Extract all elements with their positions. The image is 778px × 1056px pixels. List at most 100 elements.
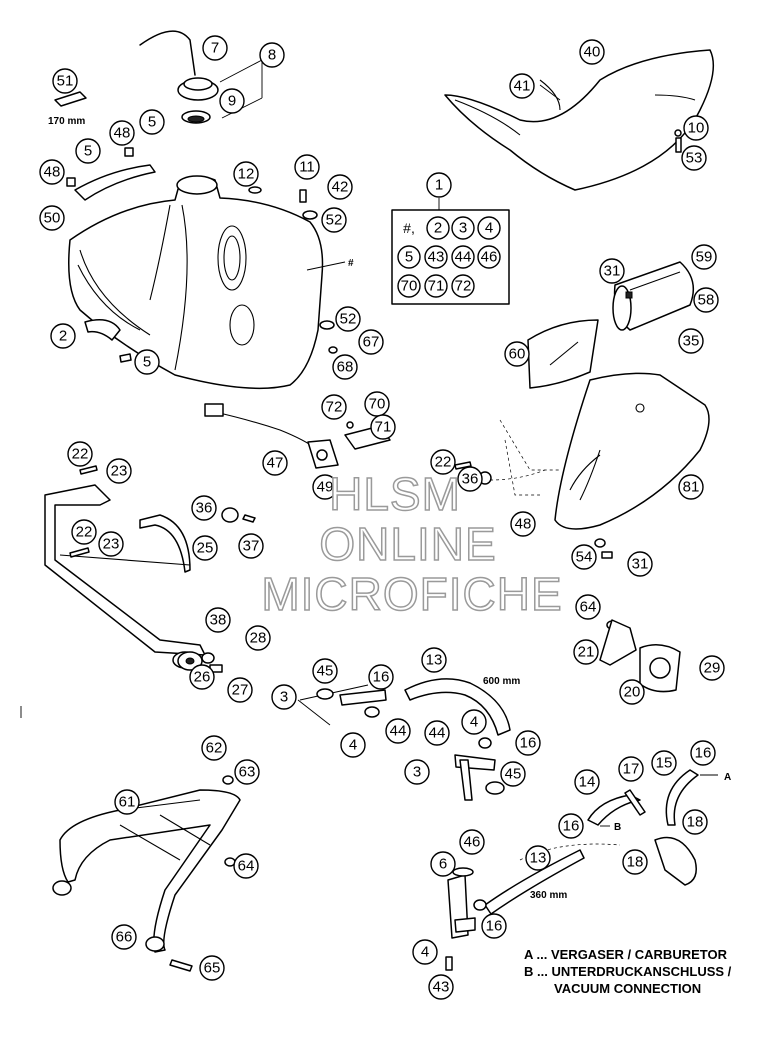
callout-circle — [515, 730, 541, 756]
kit-box-contents: #, 2 3 4 5 43 44 46 70 71 72 — [397, 216, 501, 298]
callout-circle — [201, 735, 227, 761]
luggage-carrier — [52, 789, 241, 953]
callout-number: 17 — [623, 761, 640, 778]
callout-number: 64 — [238, 858, 255, 875]
callout-number: 41 — [514, 78, 531, 95]
callout-31: 31 — [627, 551, 653, 577]
callout-61: 61 — [114, 789, 140, 815]
callout-number: 38 — [210, 612, 227, 629]
callout-13: 13 — [525, 845, 551, 871]
svg-text:70: 70 — [401, 278, 418, 295]
callout-circle — [189, 664, 215, 690]
callout-35: 35 — [678, 328, 704, 354]
callout-circle — [691, 244, 717, 270]
vacuum-hoses: A B — [519, 769, 731, 886]
watermark-line-1: HLSM — [329, 468, 461, 520]
callout-circle — [693, 287, 719, 313]
rubber-strip: 170 mm — [48, 91, 87, 127]
callout-circle — [245, 625, 271, 651]
callout-51: 51 — [52, 68, 78, 94]
callout-number: 10 — [688, 120, 705, 137]
callout-60: 60 — [504, 341, 530, 367]
callout-circle — [368, 664, 394, 690]
length-13b-label: 360 mm — [530, 890, 567, 901]
callout-65: 65 — [199, 955, 225, 981]
callout-number: 14 — [579, 774, 596, 791]
callout-64: 64 — [575, 594, 601, 620]
callout-42: 42 — [327, 174, 353, 200]
callout-number: 2 — [59, 328, 67, 345]
kit-item: 71 — [424, 274, 448, 298]
fuel-cap — [177, 77, 219, 124]
callout-40: 40 — [579, 39, 605, 65]
callout-number: 4 — [421, 944, 429, 961]
length-13a-label: 600 mm — [483, 676, 520, 687]
callout-circle — [459, 829, 485, 855]
callout-number: 9 — [228, 93, 236, 110]
callout-circle — [67, 441, 93, 467]
callout-circle — [699, 655, 725, 681]
callout-circle — [233, 853, 259, 879]
callout-circle — [622, 849, 648, 875]
callout-circle — [50, 323, 76, 349]
kit-item: 72 — [451, 274, 475, 298]
callout-52: 52 — [335, 306, 361, 332]
callout-number: 48 — [114, 125, 131, 142]
callout-number: 27 — [232, 682, 249, 699]
callout-circle — [426, 172, 452, 198]
callout-circle — [192, 535, 218, 561]
callout-17: 17 — [618, 756, 644, 782]
callout-number: 15 — [656, 755, 673, 772]
callout-number: 62 — [206, 740, 223, 757]
fuel-sensor — [204, 403, 339, 469]
engine-guard-frame — [44, 484, 206, 669]
callout-4: 4 — [461, 709, 487, 735]
callout-16: 16 — [481, 913, 507, 939]
callout-4: 4 — [340, 732, 366, 758]
callout-circle — [627, 551, 653, 577]
kit-hash: #, — [403, 220, 415, 236]
callout-number: 26 — [194, 669, 211, 686]
callout-58: 58 — [693, 287, 719, 313]
callout-circle — [202, 35, 228, 61]
callout-circle — [134, 349, 160, 375]
callout-circle — [481, 913, 507, 939]
callout-14: 14 — [574, 769, 600, 795]
callout-52: 52 — [321, 207, 347, 233]
fuel-tank: # — [68, 175, 354, 390]
legend-line-1: A ... VERGASER / CARBURETOR — [524, 947, 728, 962]
callout-36: 36 — [457, 466, 483, 492]
tool-bag — [612, 261, 695, 331]
callout-27: 27 — [227, 677, 253, 703]
callout-circle — [294, 154, 320, 180]
callout-16: 16 — [690, 740, 716, 766]
callout-number: 52 — [326, 212, 343, 229]
kit-item: 3 — [451, 216, 475, 240]
callout-64: 64 — [233, 853, 259, 879]
callout-10: 10 — [683, 115, 709, 141]
callout-number: 48 — [44, 164, 61, 181]
callout-22: 22 — [430, 449, 456, 475]
tank-bracket — [74, 164, 156, 201]
vent-hose — [139, 30, 196, 76]
part-drawings: # 170 mm — [20, 30, 731, 972]
callout-number: 13 — [530, 850, 547, 867]
callout-number: 42 — [332, 179, 349, 196]
callout-number: 36 — [462, 471, 479, 488]
callout-circle — [111, 924, 137, 950]
callout-circle — [234, 759, 260, 785]
callout-23: 23 — [98, 531, 124, 557]
callout-48: 48 — [510, 511, 536, 537]
svg-text:5: 5 — [405, 249, 413, 266]
callout-circle — [575, 594, 601, 620]
callout-21: 21 — [573, 639, 599, 665]
callout-circle — [421, 647, 447, 673]
callout-circle — [271, 684, 297, 710]
callout-number: 22 — [76, 524, 93, 541]
callout-number: 18 — [687, 814, 704, 831]
side-panel — [554, 372, 710, 530]
callout-66: 66 — [111, 924, 137, 950]
callout-number: 53 — [686, 150, 703, 167]
callout-number: 16 — [373, 669, 390, 686]
